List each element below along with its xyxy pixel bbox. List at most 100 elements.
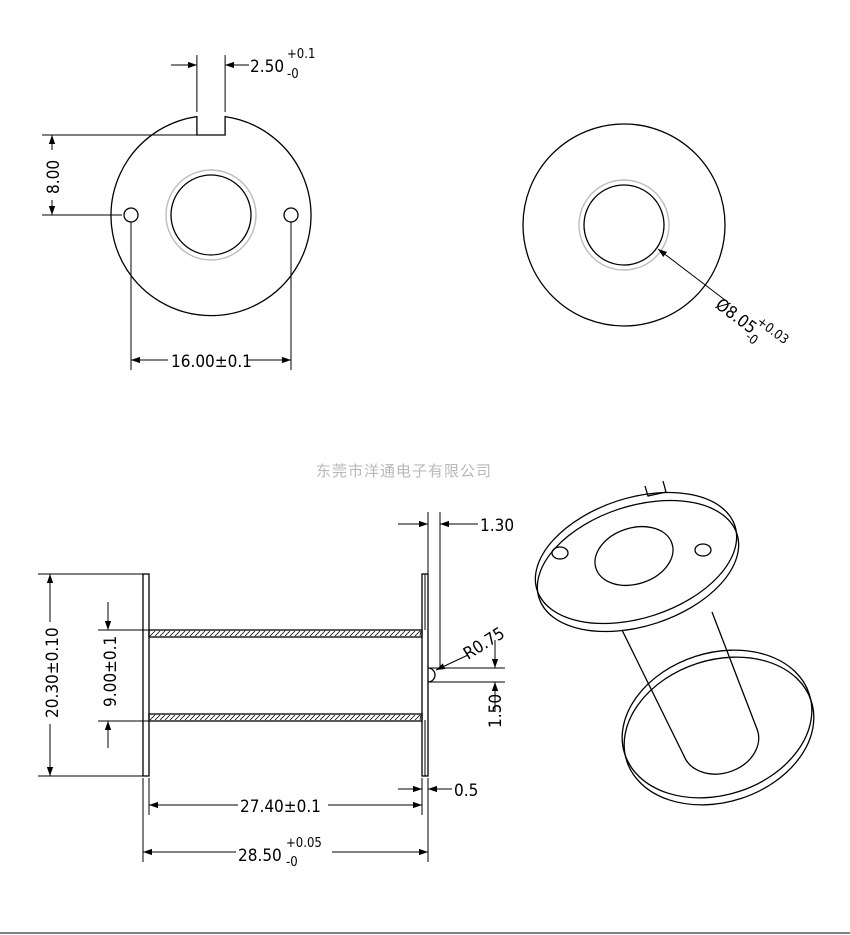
- flange-thickness-value: 1.30: [480, 516, 514, 536]
- slot-width-tol-minus: -0: [287, 67, 299, 82]
- hatch-line: [289, 714, 296, 721]
- hatch-line: [364, 714, 371, 721]
- hatch-line: [399, 714, 406, 721]
- iso-pin-right: [694, 543, 712, 557]
- hatch-line: [164, 714, 171, 721]
- hatch-line: [404, 630, 411, 637]
- hatch-line: [269, 714, 276, 721]
- hatch-line: [369, 630, 376, 637]
- hatch-line: [329, 714, 336, 721]
- hatch-line: [149, 630, 156, 637]
- slot-width-value: 2.50: [250, 57, 284, 77]
- hatch-line: [314, 714, 321, 721]
- hatch-line: [249, 630, 256, 637]
- hatch-line: [324, 714, 331, 721]
- pin-hole-right: [283, 207, 299, 223]
- hatch-line: [334, 630, 341, 637]
- iso-slot: [644, 480, 667, 497]
- hatch-line: [199, 630, 206, 637]
- bore-chamfer-circle: [165, 169, 257, 261]
- hatch-line: [229, 714, 236, 721]
- hatch-line: [284, 630, 291, 637]
- hatch-line: [279, 630, 286, 637]
- hatch-line: [159, 630, 166, 637]
- hatch-line: [409, 714, 416, 721]
- bore-circle: [170, 174, 252, 256]
- hatch-line: [274, 630, 281, 637]
- hatch-line: [269, 630, 276, 637]
- hatch-line: [189, 630, 196, 637]
- iso-pin-left: [551, 546, 569, 560]
- fillet-radius-value: R0.75: [460, 624, 508, 665]
- hatch-line: [344, 630, 351, 637]
- hatch-line: [254, 714, 261, 721]
- hatch-line: [214, 630, 221, 637]
- hatch-line: [359, 714, 366, 721]
- hatch-line: [374, 630, 381, 637]
- hatch-line: [349, 714, 356, 721]
- inner-length-value: 27.40±0.1: [240, 797, 321, 817]
- hatch-line: [319, 630, 326, 637]
- hatch-line: [249, 714, 256, 721]
- hatch-line: [339, 630, 346, 637]
- hatch-line: [299, 714, 306, 721]
- hatch-line: [289, 630, 296, 637]
- left-flange: [142, 573, 150, 777]
- hatch-line: [384, 714, 391, 721]
- hatch-line: [194, 714, 201, 721]
- hatch-line: [219, 630, 226, 637]
- hatch-line: [174, 630, 181, 637]
- hatch-line: [224, 630, 231, 637]
- hatch-line: [259, 630, 266, 637]
- hatch-line: [184, 714, 191, 721]
- hatch-line: [419, 714, 422, 721]
- hatch-line: [279, 714, 286, 721]
- hatch-line: [414, 714, 421, 721]
- hatch-line: [169, 714, 176, 721]
- flange-outline-with-slot: [110, 115, 312, 317]
- hatch-line: [214, 714, 221, 721]
- hatch-line: [309, 630, 316, 637]
- hatch-line: [369, 714, 376, 721]
- hatch-line: [244, 630, 251, 637]
- fillet-offset-value: 1.50: [486, 694, 506, 728]
- hatch-line: [244, 714, 251, 721]
- hatch-line: [229, 630, 236, 637]
- hatch-line: [399, 630, 406, 637]
- hatch-line: [309, 714, 316, 721]
- hatch-line: [234, 630, 241, 637]
- iso-bore: [594, 525, 674, 587]
- hatch-line: [389, 714, 396, 721]
- iso-bottom-flange: [621, 649, 813, 799]
- section-view: 1.30 R0.75 1.50 20.30±0.10 9.00±0.1 27.4…: [38, 512, 514, 870]
- rear-bore-circle: [583, 184, 665, 266]
- front-view: 2.50 +0.1 -0 8.00 16.00±0.1: [42, 47, 315, 372]
- hatch-line: [419, 630, 422, 637]
- hatch-line: [209, 630, 216, 637]
- rear-view: Ø8.05 +0.03 -0: [522, 123, 791, 348]
- hatch-line: [164, 630, 171, 637]
- hatch-line: [264, 714, 271, 721]
- iso-tube: [621, 611, 760, 775]
- hatch-line: [284, 714, 291, 721]
- hatch-line: [194, 630, 201, 637]
- hatch-line: [159, 714, 166, 721]
- hatch-line: [389, 630, 396, 637]
- hatch-line: [339, 714, 346, 721]
- hatch-line: [334, 714, 341, 721]
- hatch-line: [314, 630, 321, 637]
- hatch-line: [304, 714, 311, 721]
- hatch-line: [219, 714, 226, 721]
- hatch-line: [209, 714, 216, 721]
- overall-length-tol-minus: -0: [286, 855, 298, 870]
- hatch-line: [394, 630, 401, 637]
- overall-length-value: 28.50: [238, 846, 282, 866]
- hatch-line: [179, 630, 186, 637]
- hatch-line: [239, 714, 246, 721]
- rear-flange-outline: [522, 123, 726, 327]
- slot-width-tol-plus: +0.1: [287, 47, 315, 62]
- hatch-line: [374, 714, 381, 721]
- hatch-line: [174, 714, 181, 721]
- hatch-line: [329, 630, 336, 637]
